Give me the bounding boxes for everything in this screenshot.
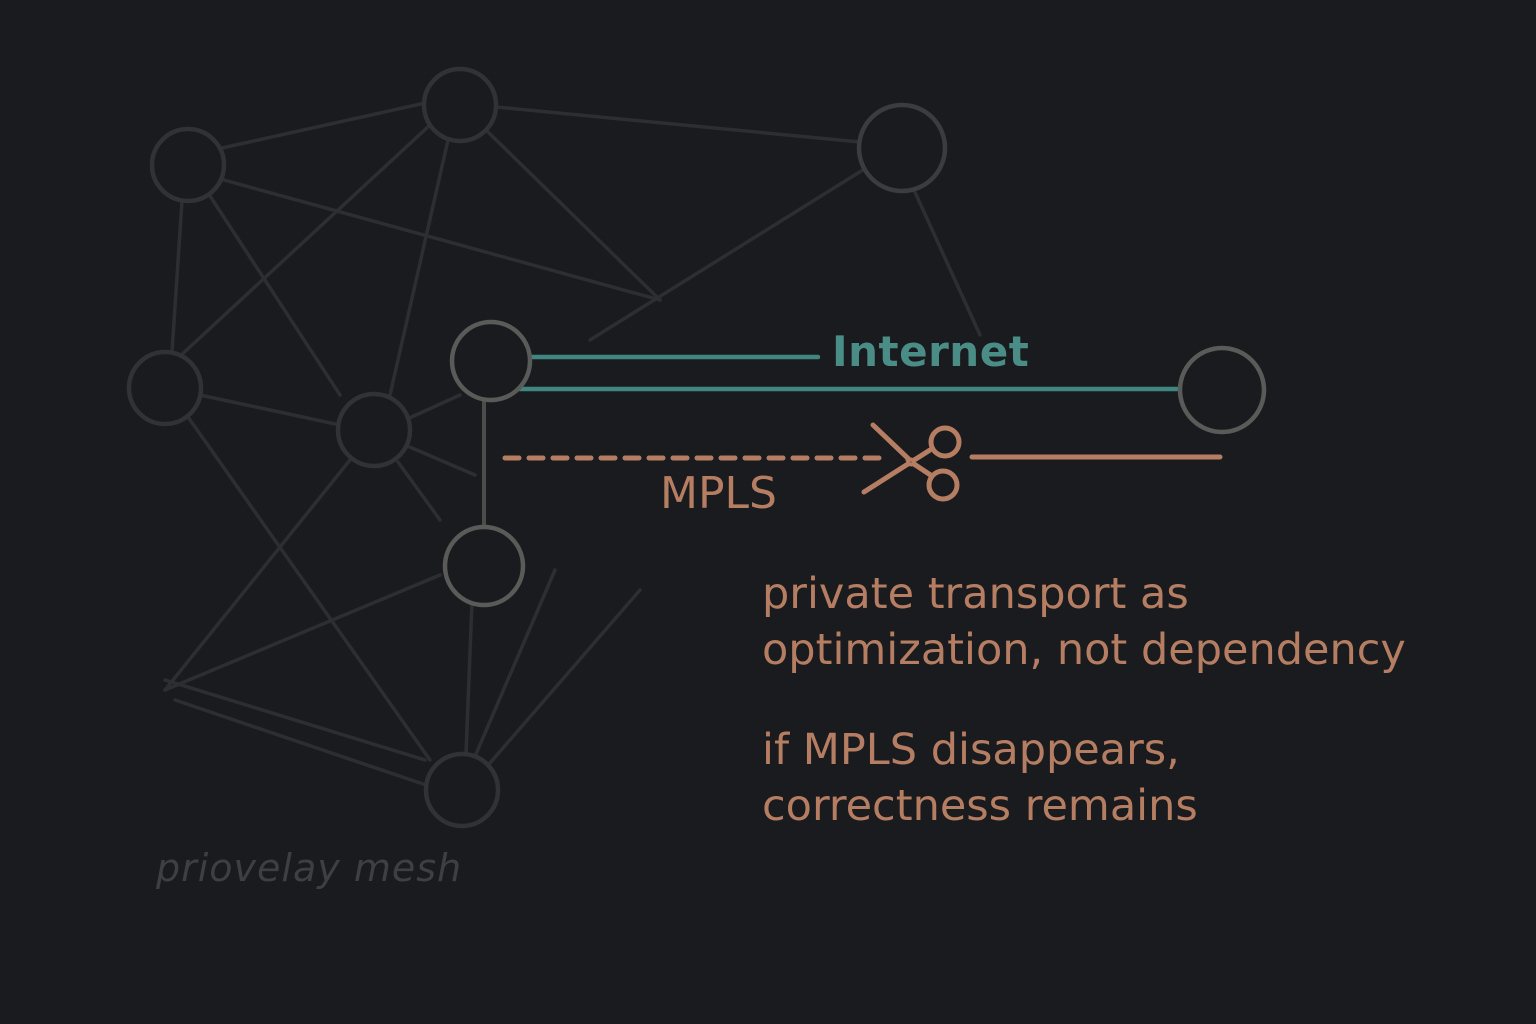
mesh-node <box>335 391 413 469</box>
mesh-node <box>856 102 948 194</box>
caption-line: optimization, not dependency <box>762 625 1406 675</box>
internet-path <box>517 354 1183 392</box>
mesh-node <box>126 349 204 427</box>
internet-label: Internet <box>832 327 1030 376</box>
mpls-label: MPLS <box>660 468 777 519</box>
mesh-node <box>423 751 501 829</box>
site-node-a <box>449 319 533 403</box>
caption-line: if MPLS disappears, <box>762 725 1180 775</box>
site-node-b <box>1177 345 1267 435</box>
overlay-mesh-nodes <box>126 66 948 829</box>
scissors-icon <box>861 422 962 502</box>
site-node-c <box>442 524 526 608</box>
caption-correctness: if MPLS disappears, correctness remains <box>762 722 1198 834</box>
mesh-node <box>149 126 227 204</box>
mpls-path <box>502 454 1223 461</box>
site-nodes <box>442 319 1267 608</box>
mesh-label: priovelay mesh <box>156 846 463 890</box>
caption-optimization: private transport as optimization, not d… <box>762 566 1406 678</box>
caption-line: private transport as <box>762 569 1189 619</box>
overlay-mesh-lines <box>163 101 982 787</box>
caption-line: correctness remains <box>762 781 1198 831</box>
mesh-node <box>421 66 499 144</box>
